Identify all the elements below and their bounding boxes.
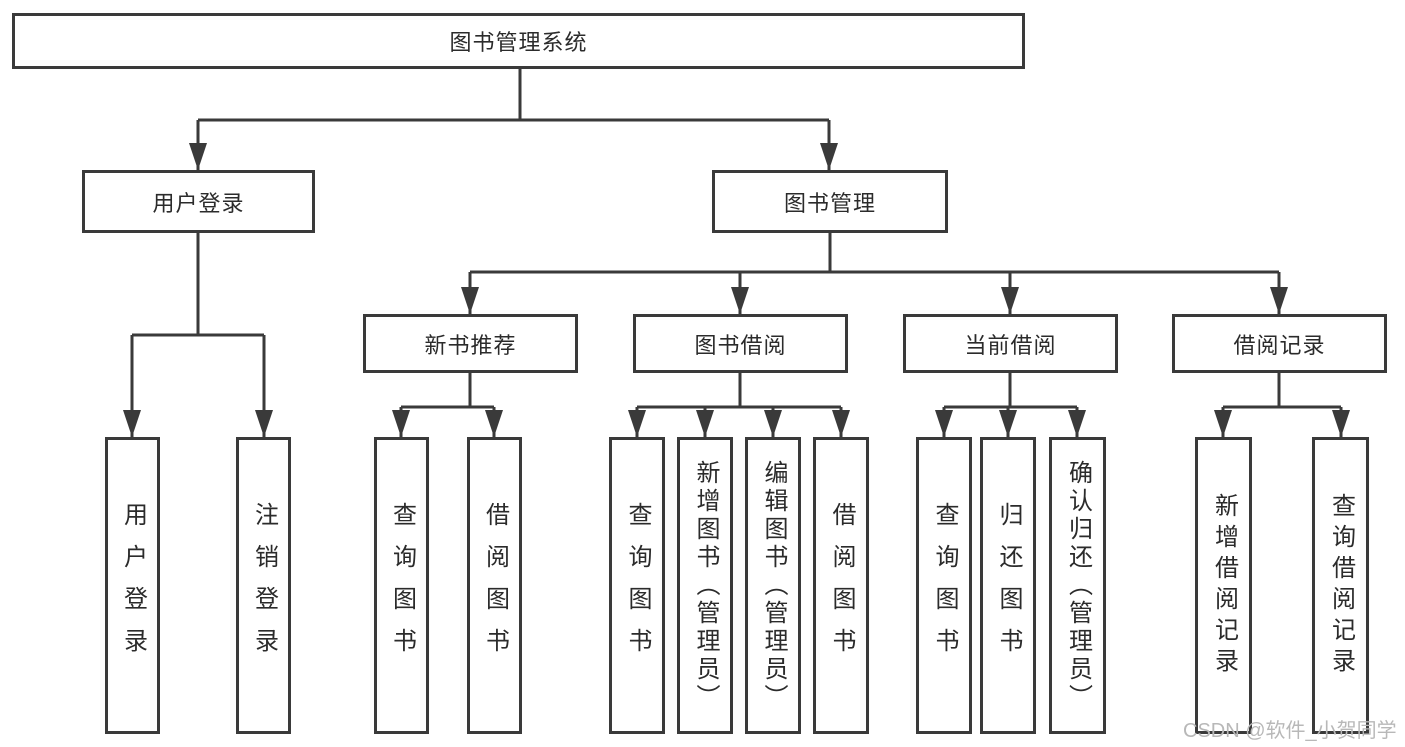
node-leaf-query-books-recommend: 查询图书 [374, 437, 429, 734]
node-label: 当前借阅 [964, 332, 1057, 358]
node-label: 查询图书 [388, 501, 416, 670]
node-new-book-recommend: 新书推荐 [363, 314, 578, 373]
node-label: 新增借阅记录 [1210, 492, 1238, 679]
node-label: 借阅记录 [1233, 332, 1326, 358]
node-leaf-query-books-borrow: 查询图书 [609, 437, 665, 734]
connector-root-to-level2 [189, 69, 838, 170]
node-label: 用户登录 [119, 501, 147, 670]
node-book-borrow: 图书借阅 [633, 314, 848, 373]
node-label: 新书推荐 [424, 332, 517, 358]
node-label: 图书借阅 [694, 332, 787, 358]
node-label: 归还图书 [995, 501, 1022, 670]
watermark: CSDN @软件_小贺同学 [1183, 720, 1397, 742]
node-current-borrow: 当前借阅 [903, 314, 1118, 373]
connector-current-borrow-children [935, 373, 1086, 437]
node-leaf-add-book-admin: 新增图书（管理员） [677, 437, 733, 734]
node-label: 用户登录 [152, 190, 245, 216]
node-leaf-borrow-books-recommend: 借阅图书 [467, 437, 522, 734]
node-label: 编辑图书（管理员） [760, 459, 787, 712]
node-leaf-confirm-return-admin: 确认归还（管理员） [1049, 437, 1106, 734]
connector-book-borrow-children [628, 373, 850, 437]
node-label: 新增图书（管理员） [692, 459, 719, 712]
node-label: 图书管理系统 [449, 30, 588, 55]
node-label: 借阅图书 [481, 501, 509, 670]
node-leaf-edit-book-admin: 编辑图书（管理员） [745, 437, 801, 734]
connector-user-login-children [123, 233, 273, 437]
node-label: 确认归还（管理员） [1064, 459, 1092, 712]
node-book-management: 图书管理 [712, 170, 948, 233]
node-label: 注销登录 [250, 501, 278, 670]
node-label: 图书管理 [783, 190, 876, 216]
node-leaf-add-borrow-record: 新增借阅记录 [1195, 437, 1252, 734]
connector-new-book-recommend-children [392, 373, 503, 437]
node-borrow-records: 借阅记录 [1172, 314, 1387, 373]
node-root-system: 图书管理系统 [12, 13, 1025, 69]
node-leaf-user-login: 用户登录 [105, 437, 160, 734]
node-label: 借阅图书 [828, 501, 855, 670]
node-leaf-logout: 注销登录 [236, 437, 291, 734]
node-user-login: 用户登录 [82, 170, 315, 233]
node-label: 查询图书 [624, 501, 651, 670]
connector-book-management-children [461, 233, 1288, 314]
node-leaf-query-borrow-record: 查询借阅记录 [1312, 437, 1369, 734]
node-leaf-borrow-books-borrow: 借阅图书 [813, 437, 869, 734]
node-leaf-query-books-current: 查询图书 [916, 437, 972, 734]
node-label: 查询图书 [931, 501, 958, 670]
node-leaf-return-book: 归还图书 [980, 437, 1036, 734]
connector-borrow-records-children [1214, 373, 1350, 437]
node-label: 查询借阅记录 [1327, 492, 1355, 679]
